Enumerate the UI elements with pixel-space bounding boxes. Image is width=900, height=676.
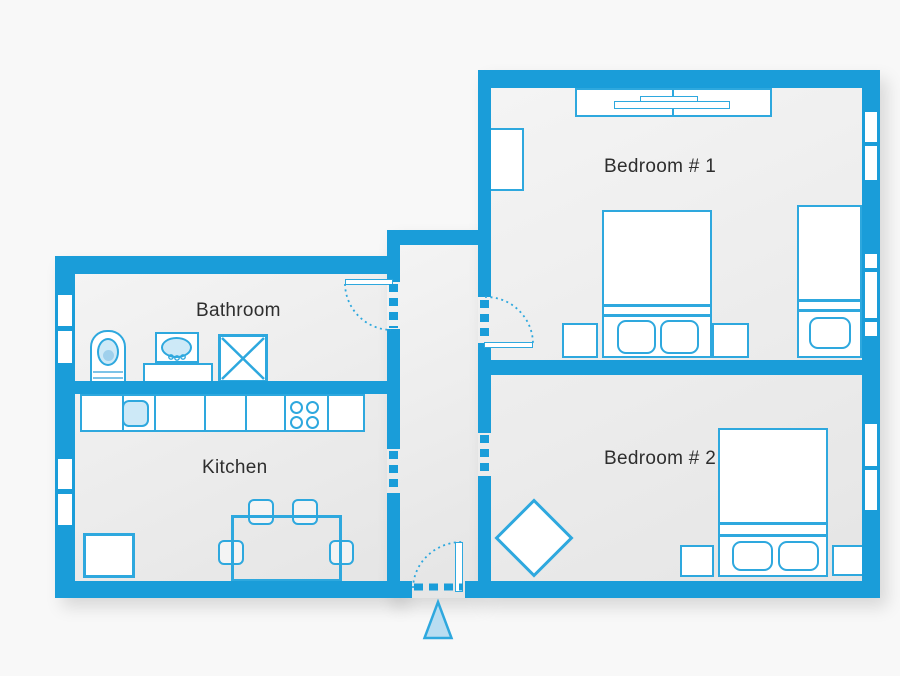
stove-burner — [306, 416, 319, 429]
nightstand — [680, 545, 714, 577]
bed-head-line — [799, 309, 860, 312]
wall-bedrooms-divider — [478, 360, 880, 375]
bedroom1-label: Bedroom # 1 — [604, 156, 717, 177]
wall-left-top — [55, 256, 400, 274]
stove-burner — [290, 401, 303, 414]
wall-hallway-left-bottom — [387, 493, 400, 581]
double-bed-1 — [602, 210, 712, 358]
bedroom2-label: Bedroom # 2 — [604, 448, 717, 469]
bedroom1-door-leaf — [484, 342, 533, 348]
dresser — [489, 128, 524, 191]
window-divider — [865, 268, 877, 272]
window-divider — [865, 466, 877, 470]
bed-head-line — [604, 314, 710, 317]
bed-blanket-line — [799, 299, 860, 302]
toilet-tank-line — [93, 377, 123, 379]
stove-burner — [306, 401, 319, 414]
toilet-drain — [103, 350, 114, 361]
single-bed — [797, 205, 862, 358]
counter-divider — [327, 396, 329, 430]
chair — [292, 499, 318, 525]
window-divider — [58, 489, 72, 494]
wall-hallway-top — [387, 230, 478, 245]
bedroom1-window-lower — [863, 252, 879, 338]
bathroom-door-leaf — [345, 279, 393, 285]
counter-divider — [284, 396, 286, 430]
wardrobe-sliding-doors — [575, 88, 772, 117]
window-divider — [865, 142, 877, 146]
wardrobe-door-bar-2 — [614, 101, 730, 109]
counter-divider — [154, 396, 156, 430]
shower — [218, 334, 268, 383]
bed-blanket-line — [720, 522, 826, 525]
bedroom1-window-upper — [863, 110, 879, 182]
wall-hallway-left-mid — [387, 329, 400, 449]
entrance-door-leaf — [455, 542, 463, 592]
pillow — [778, 541, 819, 571]
pillow — [660, 320, 699, 354]
wall-bathroom-kitchen-divider — [55, 381, 400, 394]
pillow — [809, 317, 851, 349]
double-bed-2 — [718, 428, 828, 577]
nightstand — [562, 323, 598, 358]
bed-head-line — [720, 534, 826, 537]
bedroom2-window — [863, 422, 879, 512]
wall-bedrooms-left-mid — [478, 343, 491, 433]
fridge — [83, 533, 135, 578]
wall-bedrooms-left-bottom — [478, 476, 491, 581]
sink-basin — [161, 337, 192, 358]
bed-blanket-line — [604, 304, 710, 307]
toilet-tank-line — [93, 371, 123, 373]
wall-bedrooms-left-top — [478, 70, 491, 297]
stove-burner — [290, 416, 303, 429]
pillow — [617, 320, 656, 354]
nightstand — [712, 323, 749, 358]
window-divider — [865, 318, 877, 322]
wall-right-top — [478, 70, 880, 88]
entrance-arrow-icon — [422, 598, 454, 640]
kitchen-window — [56, 457, 74, 527]
pillow — [732, 541, 773, 571]
bathroom-label: Bathroom — [196, 300, 281, 321]
wall-bottom-right — [465, 581, 880, 598]
counter-divider — [245, 396, 247, 430]
kitchen-sink — [122, 400, 149, 427]
window-divider — [58, 326, 72, 331]
chair — [248, 499, 274, 525]
hallway-floor — [387, 230, 478, 598]
wall-bottom-left — [55, 581, 412, 598]
bathroom-window — [56, 293, 74, 365]
dining-table — [231, 515, 342, 582]
wall-hallway-left-stub — [387, 245, 400, 282]
counter-divider — [204, 396, 206, 430]
kitchen-label: Kitchen — [202, 457, 268, 478]
